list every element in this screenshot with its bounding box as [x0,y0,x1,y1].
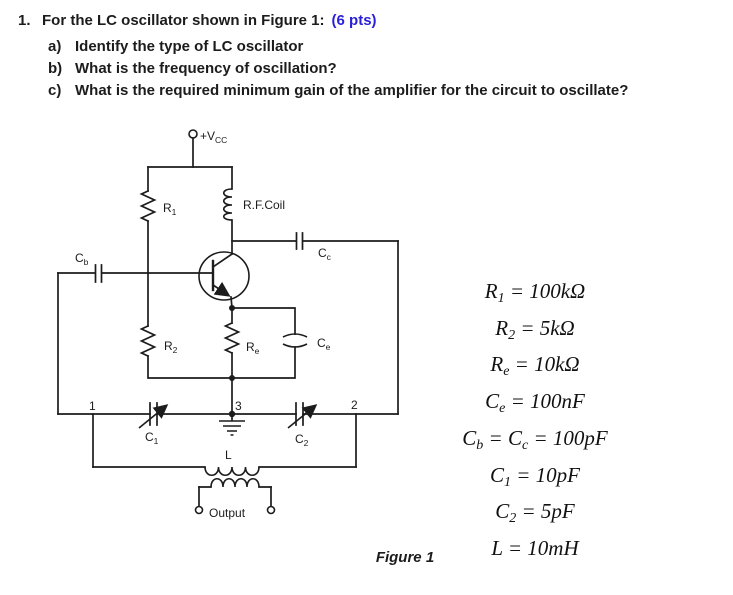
r1-label: R1 [163,201,177,217]
resistor-re: Re [223,307,260,379]
item-label: c) [48,82,62,99]
node3-label: 3 [235,399,242,413]
item-text: What is the frequency of oscillation? [75,60,337,77]
figure-caption: Figure 1 [375,549,435,566]
output-label: Output [209,506,246,520]
item-label: a) [48,38,62,55]
value-equation: R2 = 5kΩ [495,315,575,343]
question-item-a: a) Identify the type of LC oscillator [18,36,718,58]
capacitor-cc: Cc [231,232,399,262]
c1-label: C1 [145,430,159,446]
item-text: Identify the type of LC oscillator [75,38,304,55]
question-number: 1. [18,12,31,29]
value-equation: Re = 10kΩ [490,352,580,380]
inductor-l: L [92,413,357,477]
cb-label: Cb [75,251,89,267]
value-equation: Ce = 100nF [485,389,585,417]
value-equation: C2 = 5pF [495,499,575,527]
c2-label: C2 [295,432,309,448]
cc-label: Cc [318,246,332,262]
capacitor-ce: Ce [231,307,331,379]
rf-coil: R.F.Coil [222,166,285,255]
problem-heading: 1. For the LC oscillator shown in Figure … [18,10,718,32]
vcc-terminal: +VCC [188,129,227,168]
values-list: R1 = 100kΩ R2 = 5kΩ Re = 10kΩ Ce = 100nF Cb … [428,277,642,563]
l-label: L [225,448,232,462]
value-equation: C1 = 10pF [489,462,580,490]
capacitor-cb: Cb [57,251,214,283]
ground-icon [219,413,245,436]
points-badge: (6 pts) [331,12,377,29]
capacitor-c1: C1 [138,402,169,446]
value-equation: L = 10mH [491,535,579,560]
node1-label: 1 [89,399,96,413]
item-text: What is the required minimum gain of the… [75,82,629,99]
transistor [198,251,250,309]
node2-label: 2 [351,398,358,412]
re-label: Re [246,340,260,356]
problem-statement: 1. For the LC oscillator shown in Figure … [18,10,718,102]
question-title: For the LC oscillator shown in Figure 1: [42,12,325,29]
ce-label: Ce [317,336,331,352]
rf-coil-label: R.F.Coil [243,198,285,212]
question-item-c: c) What is the required minimum gain of … [18,80,718,102]
output-terminal-left [194,505,204,515]
resistor-r1: R1 [139,166,177,274]
value-equation: Cb = Cc = 100pF [462,425,608,453]
vcc-label: +VCC [200,129,227,145]
output-terminal-right [266,505,276,515]
item-label: b) [48,60,63,77]
capacitor-c2: C2 [287,402,318,448]
output-coil: Output [194,477,276,520]
value-equation: R1 = 100kΩ [484,279,586,306]
resistor-r2: R2 [139,272,233,379]
r2-label: R2 [164,339,178,355]
question-item-b: b) What is the frequency of oscillation? [18,58,718,80]
